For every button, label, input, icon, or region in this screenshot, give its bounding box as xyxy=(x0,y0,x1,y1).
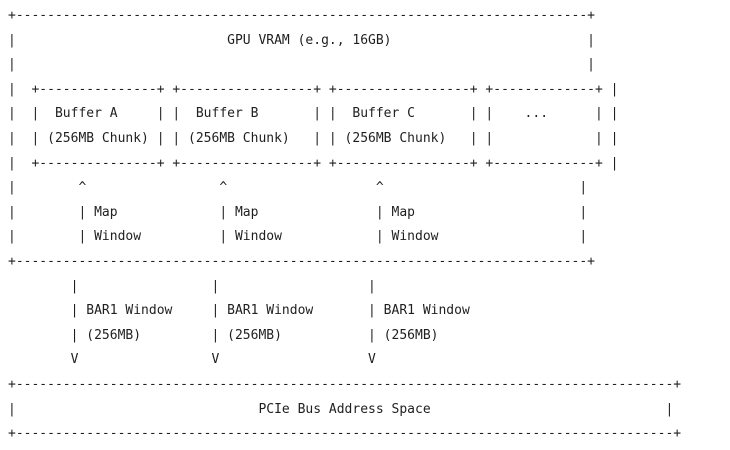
buffer-names-line: | | Buffer A | | Buffer B | | Buffer C |… xyxy=(8,106,619,122)
window-label-line: | | Window | Window | Window | xyxy=(8,229,588,245)
map-label-line: | | Map | Map | Map | xyxy=(8,204,588,220)
pcie-title-line: | PCIe Bus Address Space | xyxy=(8,401,674,417)
buffer-sizes-line: | | (256MB Chunk) | | (256MB Chunk) | | … xyxy=(8,130,619,146)
bar1-size-line: | (256MB) | (256MB) | (256MB) xyxy=(8,327,439,343)
vram-top-border: +---------------------------------------… xyxy=(8,8,595,23)
ascii-art-block: +---------------------------------------… xyxy=(8,4,681,447)
bar1-window-label-line: | BAR1 Window | BAR1 Window | BAR1 Windo… xyxy=(8,303,470,319)
bar1-connector-line: | | | xyxy=(8,278,376,294)
vram-blank-line: | | xyxy=(8,57,595,73)
vram-bottom-border: +---------------------------------------… xyxy=(8,253,595,269)
pcie-bottom-border: +---------------------------------------… xyxy=(8,426,682,442)
map-arrows-line: | ^ ^ ^ | xyxy=(8,180,588,196)
down-arrows-line: V V V xyxy=(8,352,376,368)
buffers-bottom-border: | +---------------+ +-----------------+ … xyxy=(8,155,619,171)
vram-title-line: | GPU VRAM (e.g., 16GB) | xyxy=(8,32,595,48)
pcie-top-border: +---------------------------------------… xyxy=(8,376,682,392)
buffers-top-border: | +---------------+ +-----------------+ … xyxy=(8,81,619,97)
